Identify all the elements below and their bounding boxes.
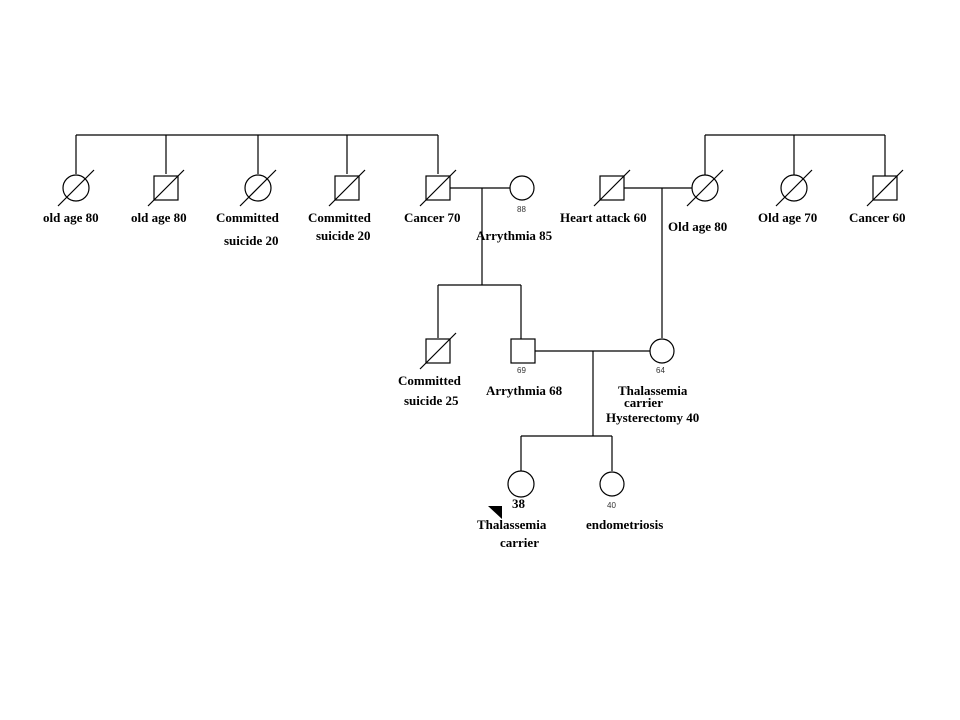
sister-age: 40 — [607, 501, 616, 510]
mother-label-line3: Hysterectomy 40 — [606, 410, 699, 425]
paternal-sib-2-deceased-male — [147, 169, 185, 207]
paternal-sib-5-label: Cancer 70 — [404, 210, 460, 225]
paternal-sibship-lines — [75, 134, 439, 174]
paternal-sib-3-label-line2: suicide 20 — [224, 233, 279, 248]
mother-label-line2: carrier — [624, 395, 663, 410]
paternal-sib-1-deceased-female — [57, 169, 95, 207]
proband-female — [507, 470, 535, 498]
paternal-sib-2-label: old age 80 — [131, 210, 187, 225]
maternal-sib-2-deceased-female — [775, 169, 813, 207]
maternal-grandmother-deceased-female — [686, 169, 724, 207]
father-age: 69 — [517, 366, 526, 375]
paternal-sib-3-deceased-female — [239, 169, 277, 207]
proband-label-line2: carrier — [500, 535, 539, 550]
maternal-sib-3-label: Cancer 60 — [849, 210, 905, 225]
children-descent-lines — [520, 351, 613, 471]
uncle-deceased-male — [419, 332, 457, 370]
paternal-sib-4-label-line1: Committed — [308, 210, 372, 225]
proband-label-line1: Thalassemia — [477, 517, 547, 532]
maternal-sibship-lines — [704, 134, 886, 176]
paternal-grandmother-age: 88 — [517, 205, 526, 214]
paternal-sib-4-label-line2: suicide 20 — [316, 228, 371, 243]
paternal-grandmother-label: Arrythmia 85 — [476, 228, 553, 243]
paternal-sib-3-label-line1: Committed — [216, 210, 280, 225]
paternal-sib-1-label: old age 80 — [43, 210, 99, 225]
proband-age: 38 — [512, 496, 526, 511]
uncle-label-line1: Committed — [398, 373, 462, 388]
father-male — [510, 338, 536, 364]
paternal-descent-lines — [437, 188, 522, 340]
proband-arrow-icon — [488, 506, 502, 519]
paternal-sib-4-deceased-male — [328, 169, 366, 207]
maternal-sib-1-label: Old age 80 — [668, 219, 727, 234]
mother-label-line1: Thalassemia — [618, 383, 688, 398]
father-label: Arrythmia 68 — [486, 383, 563, 398]
maternal-sib-3-deceased-male — [866, 169, 904, 207]
maternal-sib-2-label: Old age 70 — [758, 210, 817, 225]
mother-age: 64 — [656, 366, 665, 375]
paternal-grandmother-female — [509, 175, 535, 201]
uncle-label-line2: suicide 25 — [404, 393, 459, 408]
sister-label: endometriosis — [586, 517, 663, 532]
mother-female — [649, 338, 675, 364]
sister-female — [599, 471, 625, 497]
maternal-grandfather-label: Heart attack 60 — [560, 210, 647, 225]
